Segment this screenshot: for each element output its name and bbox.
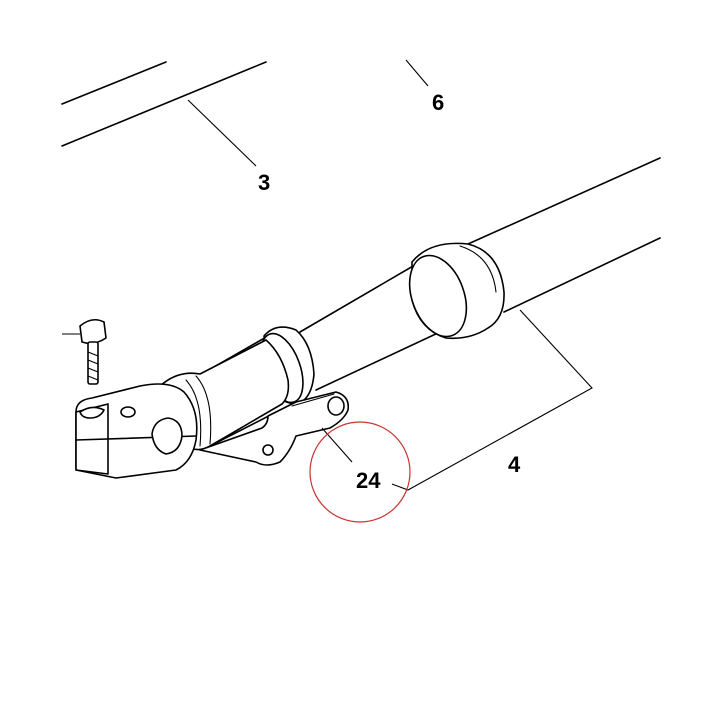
leader-6 xyxy=(405,59,429,87)
callout-3: 3 xyxy=(258,170,270,195)
callout-24: 24 xyxy=(356,468,381,493)
highlight-circle xyxy=(309,421,411,523)
leader-4 xyxy=(391,309,593,491)
callout-4: 4 xyxy=(508,452,521,477)
tube-part-3 xyxy=(61,61,267,147)
leader-lines xyxy=(187,59,593,491)
bolt xyxy=(62,318,107,385)
tube-part-4 xyxy=(159,157,661,451)
callout-6: 6 xyxy=(432,90,444,115)
bracket-part-24 xyxy=(199,391,350,466)
leader-3 xyxy=(187,99,257,167)
leader-24 xyxy=(321,427,353,463)
axle-clamp xyxy=(75,383,198,479)
